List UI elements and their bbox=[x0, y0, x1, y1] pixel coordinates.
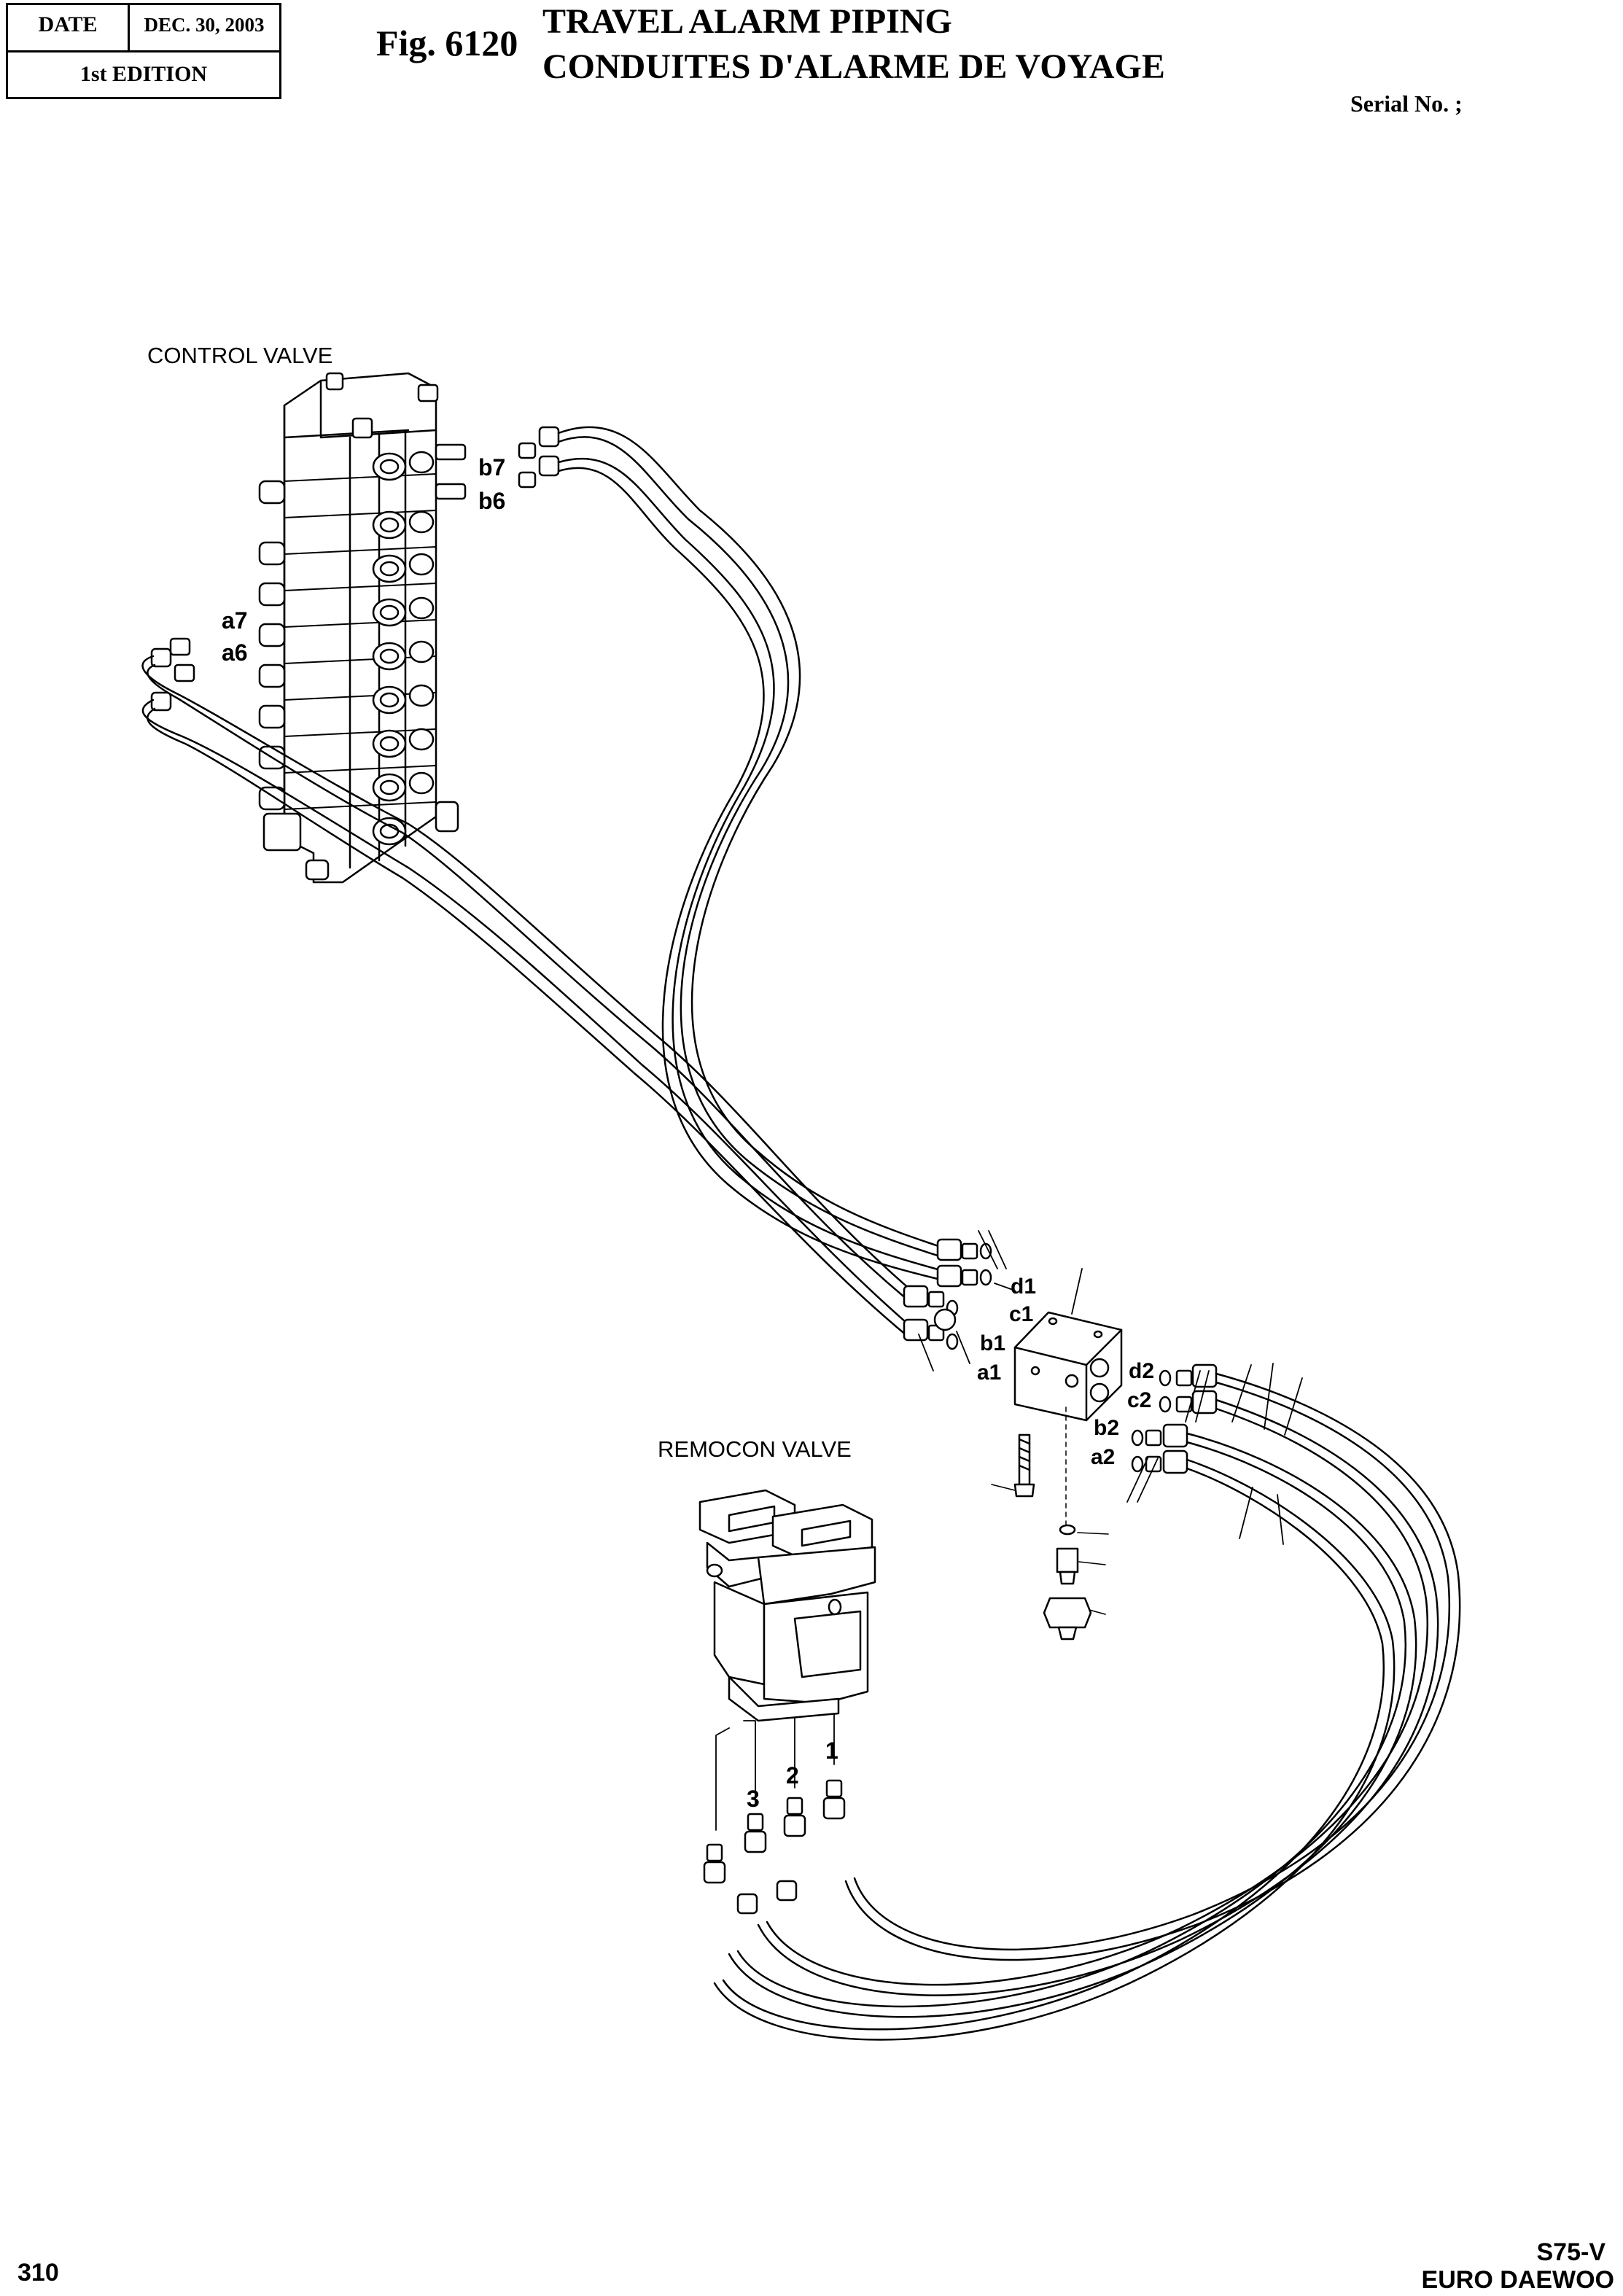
port-b7-label: b7 bbox=[478, 454, 505, 480]
port-b6-label: b6 bbox=[478, 488, 505, 514]
title-french: CONDUITES D'ALARME DE VOYAGE bbox=[542, 47, 1165, 86]
fittings-d1-a1 bbox=[903, 1238, 992, 1350]
date-label: DATE bbox=[38, 12, 98, 36]
page-number: 310 bbox=[17, 2259, 59, 2287]
hose-b2-to-remocon bbox=[728, 1432, 1417, 2018]
leader-block bbox=[1071, 1268, 1083, 1315]
port-a6-label: a6 bbox=[222, 639, 248, 666]
port-c2-label: c2 bbox=[1127, 1388, 1151, 1412]
mounting-bolt bbox=[991, 1433, 1035, 1498]
port-d1-label: d1 bbox=[1011, 1275, 1036, 1299]
brand-name: EURO DAEWOO bbox=[1421, 2266, 1614, 2294]
edition-label: 1st EDITION bbox=[79, 62, 208, 86]
header-box: DATE DEC. 30, 2003 1st EDITION bbox=[6, 3, 281, 99]
port-2-label: 2 bbox=[786, 1762, 799, 1789]
port-a7-label: a7 bbox=[222, 607, 248, 634]
title-english: TRAVEL ALARM PIPING bbox=[542, 2, 952, 41]
pressure-switch bbox=[1043, 1406, 1109, 1641]
port-c1-label: c1 bbox=[1009, 1302, 1033, 1326]
hose-b6-to-c1 bbox=[557, 457, 942, 1280]
figure-number: Fig. 6120 bbox=[376, 23, 518, 63]
port-1-label: 1 bbox=[825, 1737, 838, 1764]
remocon-valve-drawing bbox=[698, 1489, 876, 1722]
fittings-a7-a6 bbox=[150, 637, 195, 712]
fittings-d2-a2 bbox=[1131, 1363, 1218, 1474]
hose-b7-to-d1 bbox=[557, 426, 942, 1257]
port-b1-label: b1 bbox=[980, 1331, 1005, 1355]
header-divider-horizontal bbox=[8, 50, 279, 52]
port-a2-label: a2 bbox=[1091, 1445, 1115, 1469]
serial-number: Serial No. ; bbox=[1350, 90, 1463, 117]
leader-lines-left bbox=[918, 1230, 1016, 1371]
date-value: DEC. 30, 2003 bbox=[144, 14, 265, 36]
hose-d2-to-remocon bbox=[844, 1372, 1461, 1961]
control-valve-label: CONTROL VALVE bbox=[147, 343, 332, 368]
leader-lines-remocon bbox=[715, 1713, 835, 1831]
hose-c2-to-remocon bbox=[757, 1398, 1439, 1996]
model-number: S75-V bbox=[1536, 2238, 1606, 2266]
port-a1-label: a1 bbox=[977, 1361, 1001, 1385]
header-divider-vertical bbox=[128, 5, 130, 52]
fittings-b7-b6 bbox=[518, 426, 560, 489]
control-valve-drawing bbox=[258, 372, 467, 884]
hose-a6-to-a1 bbox=[141, 698, 913, 1337]
hose-a2-to-remocon bbox=[713, 1458, 1396, 2041]
port-3-label: 3 bbox=[747, 1786, 760, 1812]
leader-lines-right bbox=[1126, 1363, 1303, 1545]
remocon-valve-label: REMOCON VALVE bbox=[658, 1436, 852, 1462]
manifold-block bbox=[1013, 1311, 1123, 1422]
port-b2-label: b2 bbox=[1094, 1416, 1119, 1440]
port-d2-label: d2 bbox=[1129, 1359, 1154, 1383]
hose-a7-to-b1 bbox=[141, 655, 913, 1301]
fittings-remocon bbox=[703, 1779, 846, 1915]
